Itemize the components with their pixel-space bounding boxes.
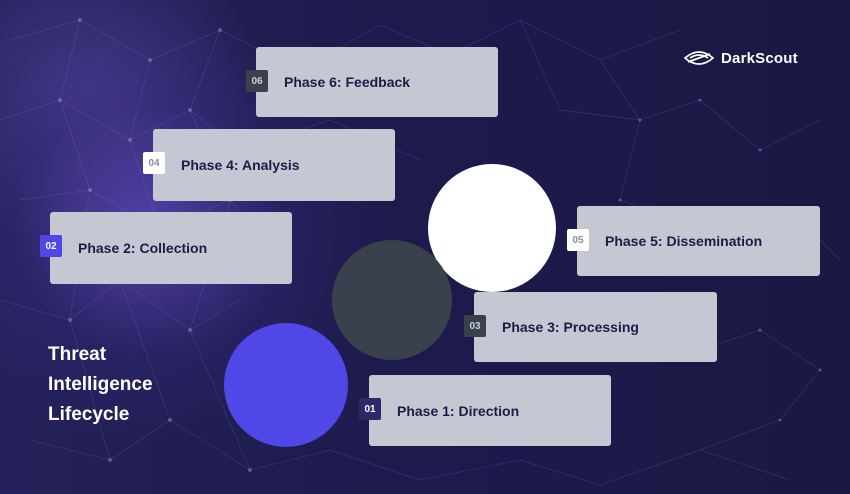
phase-card-3: 03 Phase 3: Processing bbox=[464, 292, 717, 362]
title-line: Threat bbox=[48, 344, 107, 365]
title-line: Intelligence bbox=[48, 374, 153, 395]
phase-label: Phase 5: Dissemination bbox=[605, 233, 763, 249]
phase-number-badge: 03 bbox=[464, 315, 486, 337]
slate-link-shape bbox=[332, 240, 452, 360]
phase-card-2: 02 Phase 2: Collection bbox=[40, 212, 292, 284]
phase-label: Phase 3: Processing bbox=[502, 319, 639, 335]
phase-number-badge: 02 bbox=[40, 235, 62, 257]
phase-card-1: 01 Phase 1: Direction bbox=[359, 375, 611, 446]
phase-number-badge: 01 bbox=[359, 398, 381, 420]
phase-card-6: 06 Phase 6: Feedback bbox=[246, 47, 498, 117]
diagram-title: Threat Intelligence Lifecycle bbox=[48, 340, 153, 430]
phase-label: Phase 6: Feedback bbox=[284, 74, 411, 90]
phase-card-4: 04 Phase 4: Analysis bbox=[143, 129, 395, 201]
phase-number-badge: 05 bbox=[567, 229, 589, 251]
title-line: Lifecycle bbox=[48, 404, 130, 425]
phase-label: Phase 1: Direction bbox=[397, 402, 520, 419]
phase-card-5: 05 Phase 5: Dissemination bbox=[567, 206, 820, 276]
brand-logo: DarkScout bbox=[684, 47, 798, 69]
brand-name: DarkScout bbox=[721, 49, 798, 67]
eye-logo-icon bbox=[684, 51, 714, 65]
phase-number-badge: 06 bbox=[246, 70, 268, 92]
phase-number-badge: 04 bbox=[143, 152, 165, 174]
phase-label: Phase 4: Analysis bbox=[181, 157, 300, 173]
phase-label: Phase 2: Collection bbox=[78, 240, 208, 256]
